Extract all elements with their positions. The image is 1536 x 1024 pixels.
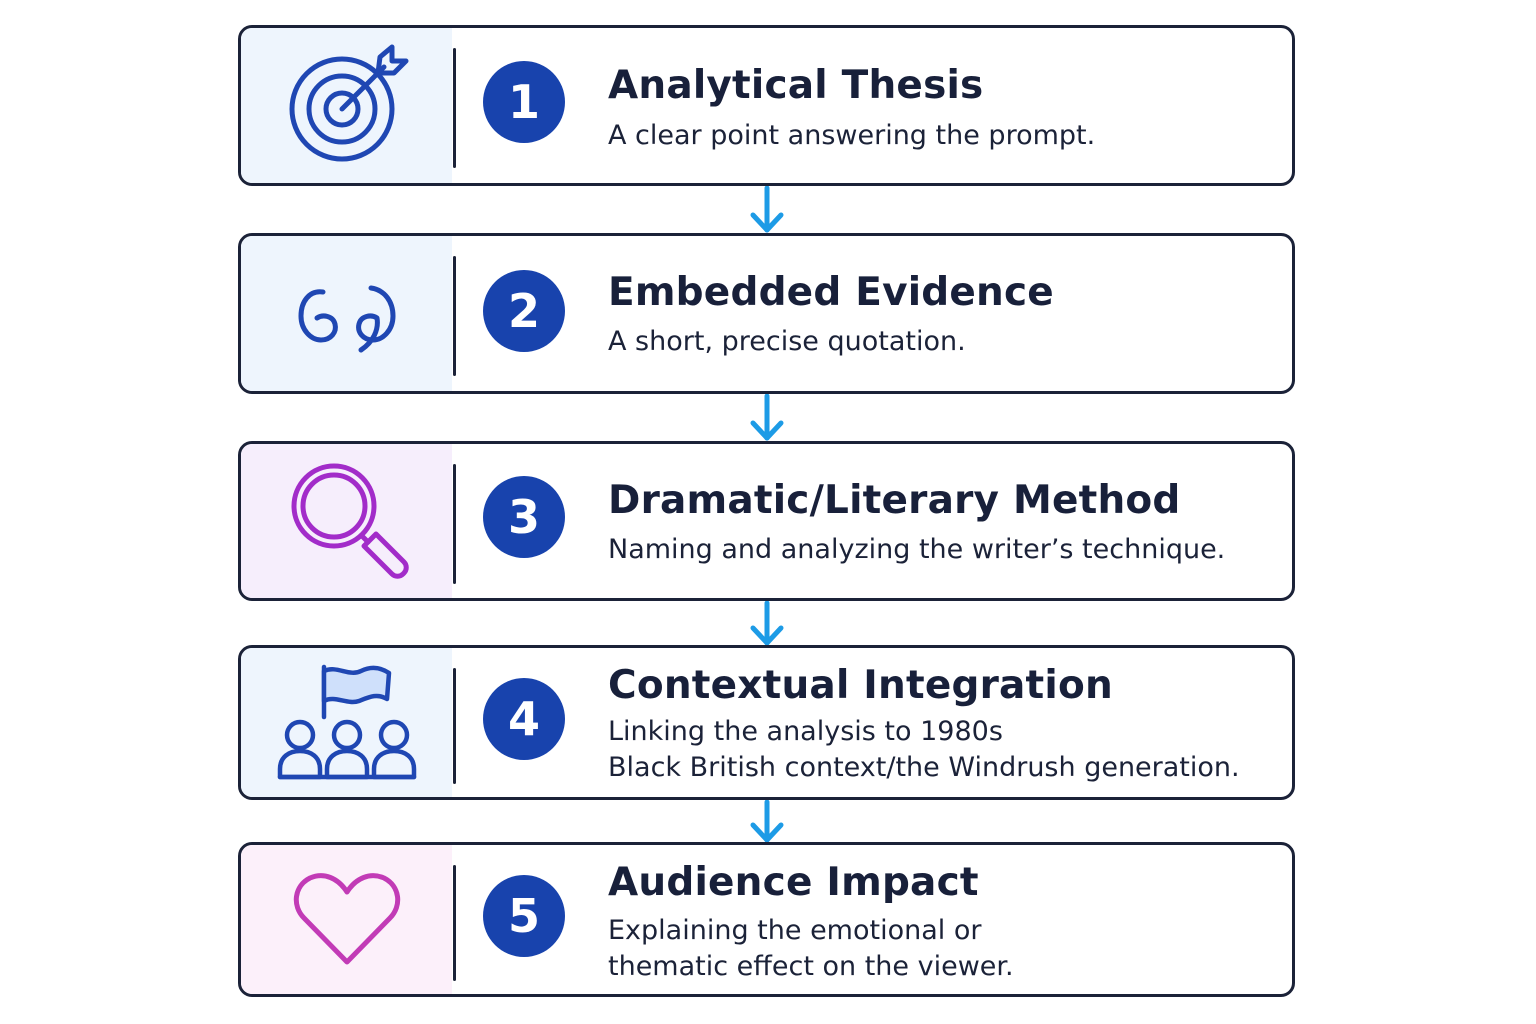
icon-panel xyxy=(241,845,452,994)
icon-panel xyxy=(241,236,452,391)
step-number-badge: 4 xyxy=(483,678,565,760)
card-divider xyxy=(453,464,456,584)
step-number-badge: 5 xyxy=(483,875,565,957)
target-icon xyxy=(241,28,452,183)
step-card-2: 2 Embedded Evidence A short, precise quo… xyxy=(238,233,1295,394)
card-divider xyxy=(453,668,456,784)
step-description: Naming and analyzing the writer’s techni… xyxy=(608,534,1226,565)
step-title: Analytical Thesis xyxy=(608,63,984,108)
step-card-5: 5 Audience Impact Explaining the emotion… xyxy=(238,842,1295,997)
step-title: Contextual Integration xyxy=(608,663,1113,708)
magnifying-glass-icon xyxy=(241,444,452,598)
flag-people-icon xyxy=(241,648,452,797)
down-arrow-icon xyxy=(750,800,784,843)
step-title: Embedded Evidence xyxy=(608,270,1054,315)
step-card-4: 4 Contextual Integration Linking the ana… xyxy=(238,645,1295,800)
card-divider xyxy=(453,865,456,981)
card-divider xyxy=(453,256,456,376)
step-card-3: 3 Dramatic/Literary Method Naming and an… xyxy=(238,441,1295,601)
heart-icon xyxy=(241,845,452,994)
down-arrow-icon xyxy=(750,394,784,441)
step-number-badge: 2 xyxy=(483,270,565,352)
down-arrow-icon xyxy=(750,186,784,233)
step-description: Linking the analysis to 1980s Black Brit… xyxy=(608,716,1240,783)
quote-marks-icon xyxy=(241,236,452,391)
step-title: Audience Impact xyxy=(608,860,979,905)
step-number-badge: 3 xyxy=(483,476,565,558)
step-card-1: 1 Analytical Thesis A clear point answer… xyxy=(238,25,1295,186)
step-number-badge: 1 xyxy=(483,61,565,143)
step-description: A short, precise quotation. xyxy=(608,326,966,357)
step-title: Dramatic/Literary Method xyxy=(608,478,1181,523)
card-divider xyxy=(453,48,456,168)
step-description: A clear point answering the prompt. xyxy=(608,120,1096,151)
down-arrow-icon xyxy=(750,601,784,646)
step-description: Explaining the emotional or thematic eff… xyxy=(608,915,1014,982)
